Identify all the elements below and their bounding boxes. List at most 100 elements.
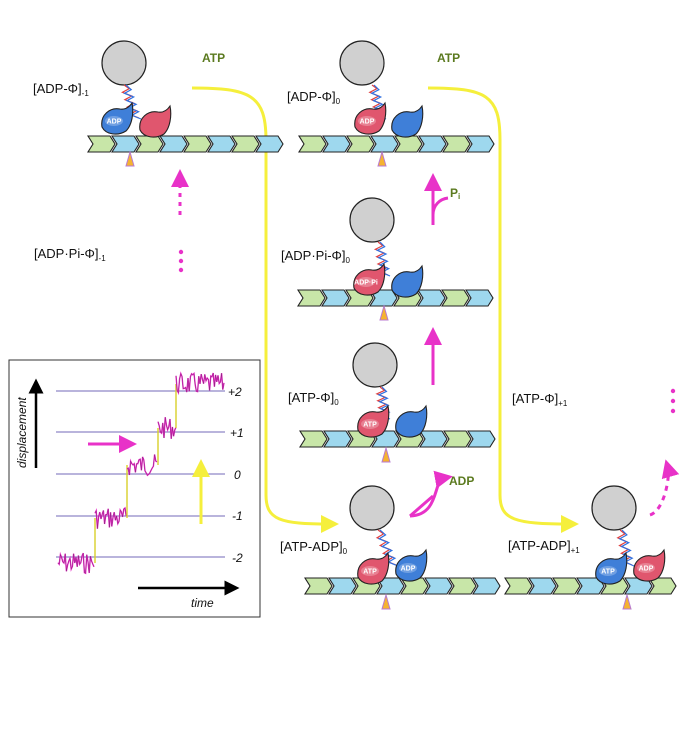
nucleotide-label: ATP [601, 569, 615, 576]
motor-head: ADP·Pi [353, 262, 386, 296]
motor-head [391, 264, 424, 298]
tubulin-subunit [298, 135, 327, 153]
tick-zero: 0 [234, 468, 241, 482]
tubulin-subunit [346, 135, 375, 153]
bead [349, 197, 395, 243]
tubulin-subunit [466, 135, 495, 153]
motor-adp-phi-m1: ADP [87, 40, 284, 167]
motor-head-body [353, 262, 386, 296]
microtubule [87, 135, 284, 153]
state-label-adp-pi-phi-m1: [ADP·Pi-Φ]-1 [34, 246, 106, 263]
motor-head [391, 104, 424, 138]
tick-minus-2: -2 [232, 551, 243, 565]
tick-plus-2: +2 [228, 385, 242, 399]
motor-atp-phi-0: ATP [299, 342, 496, 463]
tubulin-subunit [87, 135, 116, 153]
tubulin-subunit [297, 289, 326, 307]
motor-head-body [395, 548, 428, 582]
tubulin-subunit [528, 577, 557, 595]
nucleotide-label: ATP [363, 569, 377, 576]
motor-head-body [391, 104, 424, 138]
bead [591, 485, 637, 531]
tubulin-subunit [111, 135, 140, 153]
motor-head-body [139, 104, 172, 138]
microtubule [299, 430, 496, 448]
noisy-step-trace [57, 371, 225, 575]
tubulin-subunit [443, 430, 472, 448]
tubulin-subunit [465, 289, 494, 307]
motor-head-body [633, 548, 666, 582]
tubulin-subunit [552, 577, 581, 595]
nucleotide-label: ADP [639, 566, 654, 573]
stepping-trace-inset: +2 +1 0 -1 -2 displacement time [8, 359, 261, 618]
x-axis-label: time [191, 596, 214, 610]
tubulin-subunit [467, 430, 496, 448]
state-label-atp-adp-0: [ATP-ADP]0 [280, 539, 348, 556]
tubulin-subunit [183, 135, 212, 153]
motor-head [139, 104, 172, 138]
tubulin-subunit [304, 577, 333, 595]
motor-head-body [354, 101, 387, 135]
bead [339, 40, 385, 86]
bead [101, 40, 147, 86]
magenta-arrows [171, 169, 680, 518]
motor-head-body [357, 551, 390, 585]
magenta-arrow-right [649, 459, 680, 517]
state-label-atp-phi-0: [ATP-Φ]0 [288, 390, 339, 407]
tubulin-subunit [417, 289, 446, 307]
magenta-dots [178, 249, 676, 414]
tubulin-subunit [255, 135, 284, 153]
bead [349, 485, 395, 531]
tubulin-subunit [207, 135, 236, 153]
tubulin-subunit [448, 577, 477, 595]
tubulin-subunit [441, 289, 470, 307]
magenta-adp-release [409, 470, 453, 518]
motor-head: ADP [395, 548, 428, 582]
tether-blue [377, 529, 399, 567]
motor-head-body [101, 101, 134, 135]
nucleotide-label: ADP [360, 119, 375, 126]
tubulin-subunit [323, 430, 352, 448]
nucleotide-label: ATP [363, 422, 377, 429]
tether-blue [123, 84, 142, 120]
pi-label: Pi [450, 186, 460, 201]
motor-head: ATP [357, 404, 390, 438]
motor-head: ADP [354, 101, 387, 135]
atp-label-right: ATP [437, 51, 460, 65]
tubulin-subunit [424, 577, 453, 595]
motor-head-body [391, 264, 424, 298]
tick-plus-1: +1 [230, 426, 244, 440]
microtubule [504, 577, 677, 595]
tubulin-subunit [231, 135, 260, 153]
motor-head: ATP [595, 551, 628, 585]
tubulin-subunit [321, 289, 350, 307]
tubulin-subunit [370, 135, 399, 153]
tubulin-subunit [400, 577, 429, 595]
nucleotide-label: ADP [107, 119, 122, 126]
tubulin-subunit [442, 135, 471, 153]
tubulin-subunit [299, 430, 328, 448]
nucleotide-label: ADP·Pi [354, 280, 378, 287]
tubulin-subunit [419, 430, 448, 448]
bead [352, 342, 398, 388]
motor-head: ADP [101, 101, 134, 135]
position-marker [381, 593, 391, 610]
motor-head: ADP [633, 548, 666, 582]
adp-label: ADP [449, 474, 474, 488]
motor-head-body [595, 551, 628, 585]
motor-head: ATP [357, 551, 390, 585]
microtubule [298, 135, 495, 153]
motor-head-body [357, 404, 390, 438]
tubulin-subunit [418, 135, 447, 153]
tubulin-subunit [472, 577, 501, 595]
motor-adp-pi-phi-0: ADP·Pi [297, 197, 494, 321]
tubulin-subunit [159, 135, 188, 153]
tubulin-subunit [135, 135, 164, 153]
position-marker [379, 304, 389, 321]
tether-blue [618, 529, 635, 567]
nucleotide-label: ADP [401, 566, 416, 573]
position-marker [381, 446, 391, 463]
